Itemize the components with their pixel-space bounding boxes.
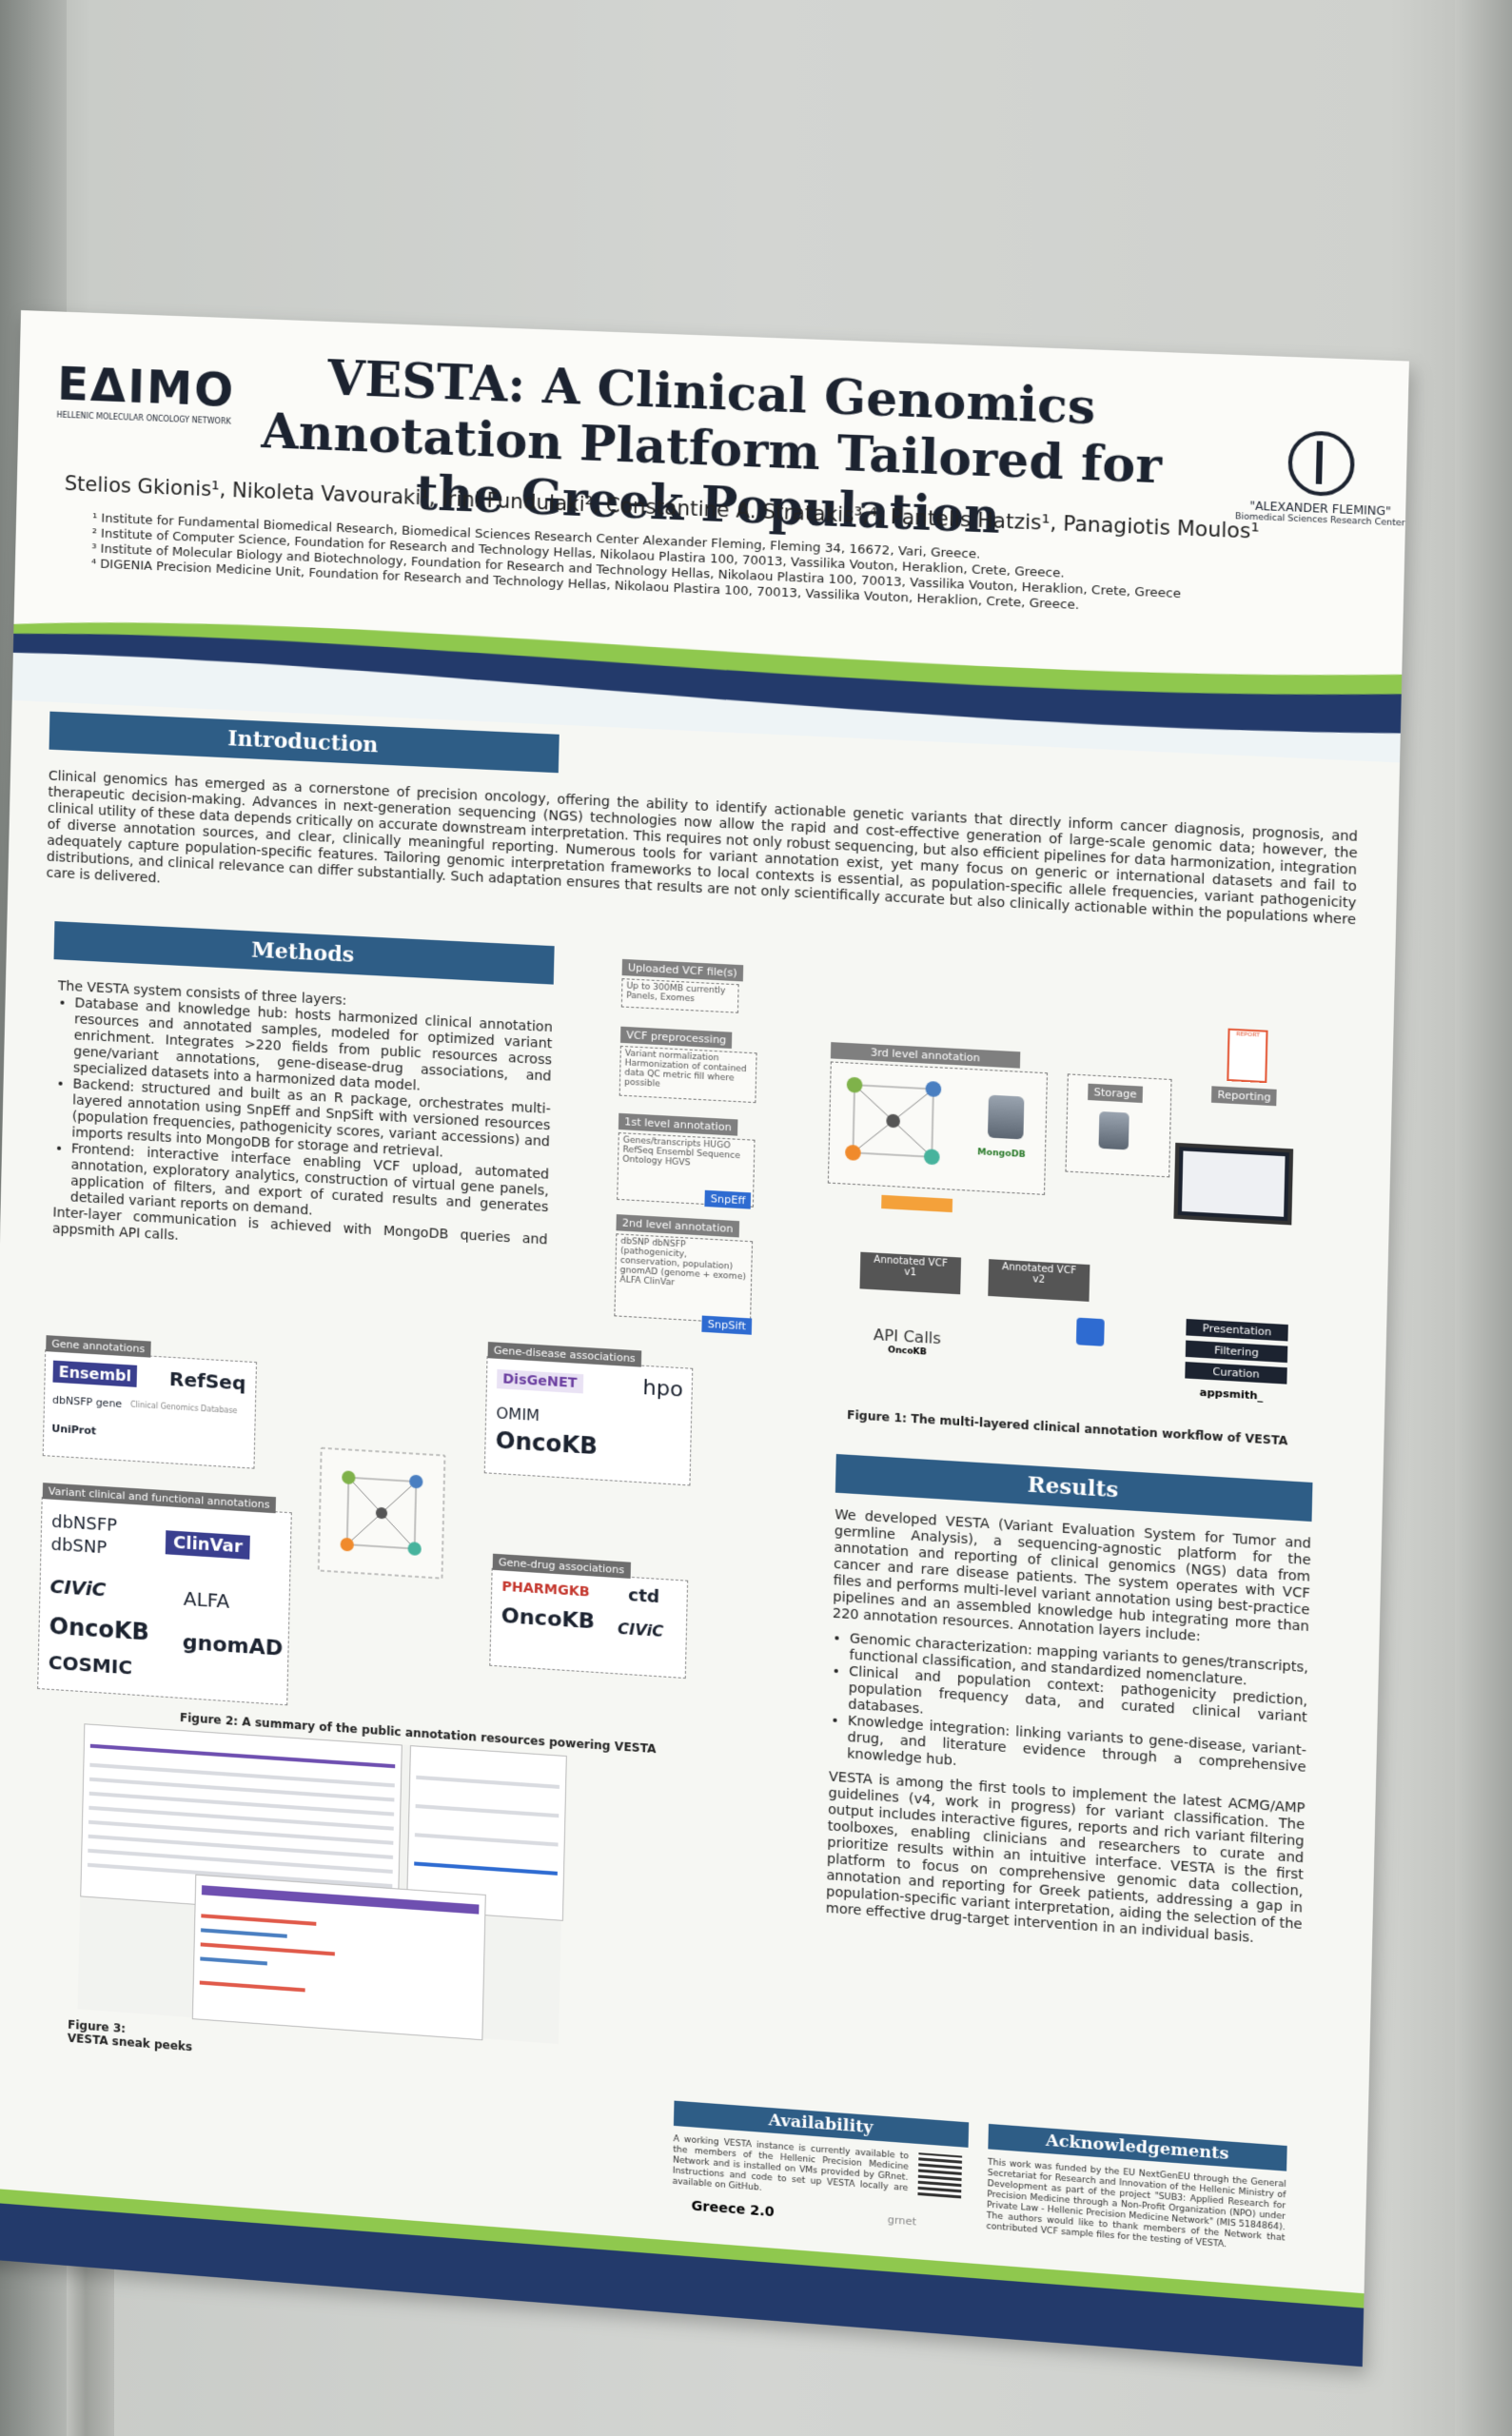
dbnsfp-gene-logo: dbNSFP gene: [51, 1393, 123, 1411]
uniprot-logo: UniProt: [51, 1422, 97, 1438]
results-para-2: VESTA is among the first tools to implem…: [825, 1769, 1306, 1947]
gene-annotations-title: Gene annotations: [46, 1335, 151, 1358]
appsmith-logo: appsmith_: [1199, 1385, 1264, 1403]
preproc-note: Variant normalization Harmonization of c…: [619, 1045, 757, 1104]
edimo-logo-mark: ΕΔΙΜΟ: [56, 357, 236, 418]
civic-logo: CIViC: [49, 1574, 107, 1601]
figure-3-caption: Figure 3: VESTA sneak peeks: [68, 2018, 193, 2054]
snpsift-tag: SnpSift: [701, 1315, 753, 1335]
clinvar-logo: ClinVar: [165, 1530, 251, 1560]
acknowledgements-text: This work was funded by the EU NextGenEU…: [986, 2157, 1286, 2250]
gene-drug-title: Gene-drug associations: [492, 1553, 631, 1579]
preproc-box-title: VCF preprocessing: [619, 1026, 733, 1049]
methods-text: The VESTA system consists of three layer…: [52, 978, 553, 1265]
upload-box-title: Uploaded VCF file(s): [621, 958, 744, 982]
ctd-logo: ctd: [627, 1584, 660, 1608]
oncokb-logo: OncoKB: [49, 1612, 150, 1646]
poster: ΕΔΙΜΟ HELLENIC MOLECULAR ONCOLOGY NETWOR…: [0, 310, 1409, 2367]
gene-annotations-card: Gene annotations Ensembl RefSeq dbNSFP g…: [42, 1335, 258, 1469]
figure-3-screenshots: [77, 1723, 567, 2045]
storage-db-icon: [1098, 1110, 1129, 1150]
level2-note: dbSNP dbNSFP (pathogenicity, conservatio…: [614, 1233, 754, 1325]
availability-text: A working VESTA instance is currently av…: [672, 2134, 910, 2194]
oncokb-disease-logo: OncoKB: [495, 1426, 599, 1461]
refseq-logo: RefSeq: [168, 1366, 246, 1395]
results-para-1: We developed VESTA (Variant Evaluation S…: [832, 1506, 1312, 1645]
figure-1-workflow: Uploaded VCF file(s) Up to 300MB current…: [613, 958, 1334, 1424]
annotated-vcf-v2: Annotated VCF v2: [988, 1259, 1090, 1302]
figure-2-resources: Gene annotations Ensembl RefSeq dbNSFP g…: [28, 1321, 770, 1740]
gene-disease-card: Gene-disease associations DisGeNET hpo O…: [483, 1342, 694, 1486]
methods-list: Database and knowledge hub: hosts harmon…: [53, 994, 553, 1232]
level3-box: MongoDB: [827, 1061, 1048, 1195]
storage-box: Storage: [1065, 1073, 1172, 1178]
orange-connector: [881, 1194, 953, 1213]
civic-drug-logo: CIViC: [617, 1619, 664, 1640]
pharmgkb-logo: PHARMGKB: [501, 1579, 590, 1601]
grnet-logo: grnet: [887, 2213, 917, 2229]
storage-label: Storage: [1088, 1083, 1144, 1104]
mortarboard-icon: [1075, 1317, 1105, 1346]
wall-shadow-right: [1455, 0, 1512, 2436]
filtering-tag: Filtering: [1185, 1340, 1288, 1364]
screenshot-report: [191, 1874, 486, 2041]
knowledge-graph-icon: [844, 1076, 942, 1166]
upload-note: Up to 300MB currently Panels, Exomes: [620, 978, 739, 1013]
results-text: We developed VESTA (Variant Evaluation S…: [826, 1507, 1312, 1951]
annotated-vcf-v1: Annotated VCF v1: [859, 1251, 962, 1295]
methods-heading: Methods: [53, 921, 555, 985]
results-list: Genomic characterization: mapping varian…: [829, 1630, 1308, 1793]
variant-annotations-card: Variant clinical and functional annotati…: [37, 1483, 292, 1706]
fleming-logo: "ALEXANDER FLEMING" Biomedical Sciences …: [1235, 428, 1407, 529]
introduction-text: Clinical genomics has emerged as a corne…: [46, 768, 1359, 929]
hpo-logo: hpo: [642, 1375, 684, 1403]
gnomad-logo: gnomAD: [182, 1630, 284, 1661]
qr-code-icon: [917, 2152, 963, 2199]
curation-tag: Curation: [1185, 1362, 1287, 1385]
ensembl-logo: Ensembl: [52, 1360, 138, 1387]
api-calls-label: API Calls: [873, 1325, 942, 1348]
cgd-logo: Clinical Genomics Database: [130, 1400, 238, 1416]
dbsnp-logo: dbSNP: [50, 1534, 108, 1559]
fleming-emblem-icon: [1287, 429, 1356, 498]
header-wave: [11, 614, 1403, 763]
oncokb-drug-logo: OncoKB: [501, 1603, 596, 1635]
reporting-tag: Reporting: [1210, 1086, 1278, 1107]
report-icon: REPORT: [1227, 1028, 1268, 1084]
cosmic-logo: COSMIC: [48, 1650, 133, 1680]
mongodb-label: MongoDB: [977, 1148, 1026, 1161]
report-icon-label: REPORT: [1235, 1031, 1260, 1039]
monitor-icon: [1173, 1142, 1294, 1226]
greece20-logo: Greece 2.0: [691, 2198, 775, 2221]
api-oncokb-label: OncoKB: [887, 1346, 928, 1358]
dbnsfp-logo: dbNSFP: [50, 1511, 118, 1537]
alfa-logo: ALFA: [183, 1586, 230, 1613]
presentation-tag: Presentation: [1186, 1318, 1288, 1342]
resources-hub-graph-icon: [318, 1447, 446, 1580]
gene-drug-card: Gene-drug associations PHARMGKB ctd Onco…: [489, 1553, 689, 1680]
edimo-logo: ΕΔΙΜΟ HELLENIC MOLECULAR ONCOLOGY NETWOR…: [56, 357, 235, 425]
database-icon: [987, 1094, 1025, 1140]
disgenet-logo: DisGeNET: [496, 1368, 583, 1394]
omim-logo: OMIM: [496, 1404, 540, 1425]
variant-annotations-title: Variant clinical and functional annotati…: [42, 1483, 276, 1514]
snpeff-tag: SnpEff: [704, 1189, 752, 1209]
